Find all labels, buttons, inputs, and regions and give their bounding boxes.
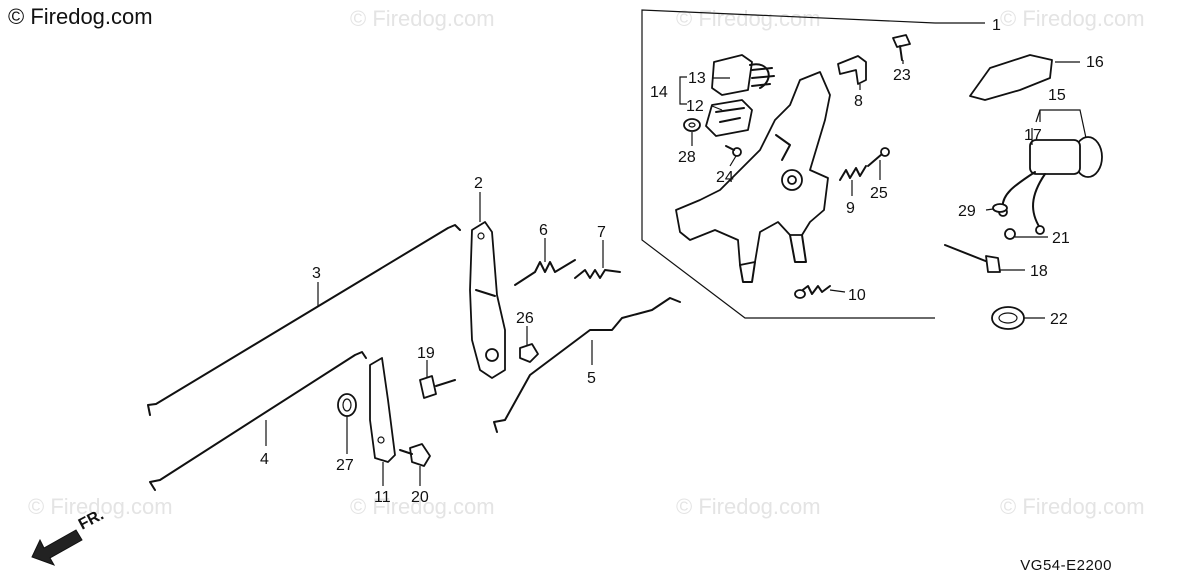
callout-3: 3 bbox=[312, 265, 321, 282]
leader-lines bbox=[265, 60, 1087, 486]
callout-17: 17 bbox=[1024, 127, 1042, 144]
callout-23: 23 bbox=[893, 67, 911, 84]
spring-10 bbox=[794, 285, 831, 299]
control-base-plate bbox=[675, 71, 831, 283]
callout-24: 24 bbox=[716, 169, 734, 186]
callout-2: 2 bbox=[474, 175, 483, 192]
callout-4: 4 bbox=[260, 451, 269, 468]
bolt-23 bbox=[892, 34, 911, 61]
watermark: © Firedog.com bbox=[1000, 6, 1145, 31]
callout-25: 25 bbox=[870, 185, 888, 202]
callout-26: 26 bbox=[516, 310, 534, 327]
callout-8: 8 bbox=[854, 93, 863, 110]
callout-12: 12 bbox=[686, 98, 704, 115]
callout-14: 14 bbox=[650, 84, 668, 101]
watermark: © Firedog.com bbox=[676, 6, 821, 31]
washer-29 bbox=[992, 203, 1008, 213]
nut-26 bbox=[519, 343, 539, 363]
throttle-stopper-13 bbox=[711, 54, 775, 96]
screw-24 bbox=[725, 145, 742, 157]
callout-6: 6 bbox=[539, 222, 548, 239]
governor-rod-4 bbox=[149, 351, 367, 491]
watermark: © Firedog.com bbox=[1000, 494, 1145, 519]
lever-11 bbox=[369, 357, 396, 463]
callout-21: 21 bbox=[1052, 230, 1070, 247]
callout-13: 13 bbox=[688, 70, 706, 87]
callout-18: 18 bbox=[1030, 263, 1048, 280]
callout-5: 5 bbox=[587, 370, 596, 387]
callout-28: 28 bbox=[678, 149, 696, 166]
screw-25 bbox=[867, 147, 890, 167]
washer-28 bbox=[683, 118, 701, 132]
screw-21 bbox=[1004, 228, 1016, 240]
callout-20: 20 bbox=[411, 489, 429, 506]
watermark: © Firedog.com bbox=[676, 494, 821, 519]
spring-9 bbox=[839, 165, 867, 181]
callout-10: 10 bbox=[848, 287, 866, 304]
switch-assembly-15 bbox=[998, 136, 1103, 235]
callout-27: 27 bbox=[336, 457, 354, 474]
callout-19: 19 bbox=[417, 345, 435, 362]
callout-9: 9 bbox=[846, 200, 855, 217]
callout-29: 29 bbox=[958, 203, 976, 220]
watermark: © Firedog.com bbox=[350, 6, 495, 31]
bracket-16 bbox=[969, 54, 1053, 101]
governor-arm-2 bbox=[469, 221, 506, 379]
assembly-outline bbox=[641, 9, 936, 319]
callout-1: 1 bbox=[992, 17, 1001, 34]
callout-11: 11 bbox=[374, 489, 391, 506]
choke-rod-5 bbox=[493, 297, 681, 433]
spring-7 bbox=[574, 269, 621, 279]
clamp-22 bbox=[991, 306, 1025, 330]
callout-7: 7 bbox=[597, 224, 606, 241]
throttle-rod-3 bbox=[147, 224, 461, 416]
callout-16: 16 bbox=[1086, 54, 1104, 71]
direction-label: FR. bbox=[76, 506, 107, 533]
diagram-code: VG54-E2200 bbox=[1020, 557, 1112, 574]
bolt-18 bbox=[944, 244, 1001, 273]
front-direction-arrow: FR. bbox=[31, 506, 107, 566]
throttle-switch-12 bbox=[705, 99, 753, 137]
collar-27 bbox=[337, 393, 357, 417]
bolt-20 bbox=[399, 443, 431, 467]
bracket-8 bbox=[837, 55, 867, 85]
spring-6 bbox=[514, 259, 576, 286]
callout-15: 15 bbox=[1048, 87, 1066, 104]
watermark: © Firedog.com bbox=[350, 494, 495, 519]
callout-22: 22 bbox=[1050, 311, 1068, 328]
copyright-text: © Firedog.com bbox=[8, 4, 153, 29]
watermark: © Firedog.com bbox=[28, 494, 173, 519]
bolt-19 bbox=[419, 375, 456, 399]
